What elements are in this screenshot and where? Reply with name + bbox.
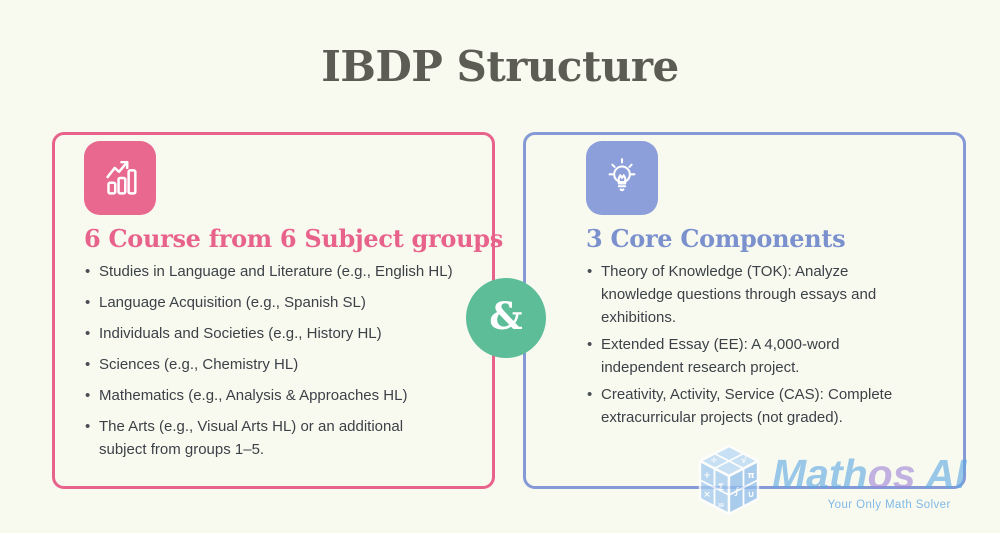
subject-groups-list: Studies in Language and Literature (e.g.… (84, 260, 454, 461)
list-item: Creativity, Activity, Service (CAS): Com… (587, 383, 913, 429)
and-connector-badge: & (466, 278, 546, 358)
svg-text:√: √ (741, 455, 748, 466)
lightbulb-icon (586, 141, 658, 215)
subject-groups-title: 6 Course from 6 Subject groups (84, 224, 503, 253)
list-item: Studies in Language and Literature (e.g.… (85, 260, 454, 283)
list-item: Sciences (e.g., Chemistry HL) (85, 353, 454, 376)
list-item: Language Acquisition (e.g., Spanish SL) (85, 291, 454, 314)
brand-tagline: Your Only Math Solver (827, 499, 951, 511)
svg-text:÷: ÷ (710, 456, 718, 466)
list-item: Extended Essay (EE): A 4,000-word indepe… (587, 333, 913, 379)
core-components-card: 3 Core Components Theory of Knowledge (T… (523, 132, 966, 489)
list-item: Individuals and Societies (e.g., History… (85, 322, 454, 345)
list-item: Mathematics (e.g., Analysis & Approaches… (85, 384, 454, 407)
brand-name: Mathos AI (772, 451, 967, 497)
page-title: IBDP Structure (321, 42, 679, 91)
ampersand-label: & (489, 294, 523, 338)
svg-text:=: = (717, 501, 725, 511)
brand-watermark: ÷ √ + Σ × = π ∫ ∪ Mathos AI Your Only Ma… (694, 442, 966, 520)
math-cube-icon: ÷ √ + Σ × = π ∫ ∪ (698, 444, 760, 516)
list-item: The Arts (e.g., Visual Arts HL) or an ad… (85, 415, 454, 461)
subject-groups-card: 6 Course from 6 Subject groups Studies i… (52, 132, 503, 489)
svg-text:∫: ∫ (734, 487, 740, 497)
brand-text-block: Mathos AI Your Only Math Solver (772, 442, 967, 512)
svg-text:×: × (703, 490, 711, 500)
svg-text:π: π (747, 471, 754, 481)
svg-text:+: + (703, 471, 711, 481)
bar-chart-growth-icon (84, 141, 156, 215)
svg-text:Σ: Σ (718, 483, 724, 493)
core-components-list: Theory of Knowledge (TOK): Analyze knowl… (586, 260, 913, 429)
svg-text:∪: ∪ (747, 490, 754, 500)
core-components-title: 3 Core Components (586, 224, 846, 253)
list-item: Theory of Knowledge (TOK): Analyze knowl… (587, 260, 913, 329)
